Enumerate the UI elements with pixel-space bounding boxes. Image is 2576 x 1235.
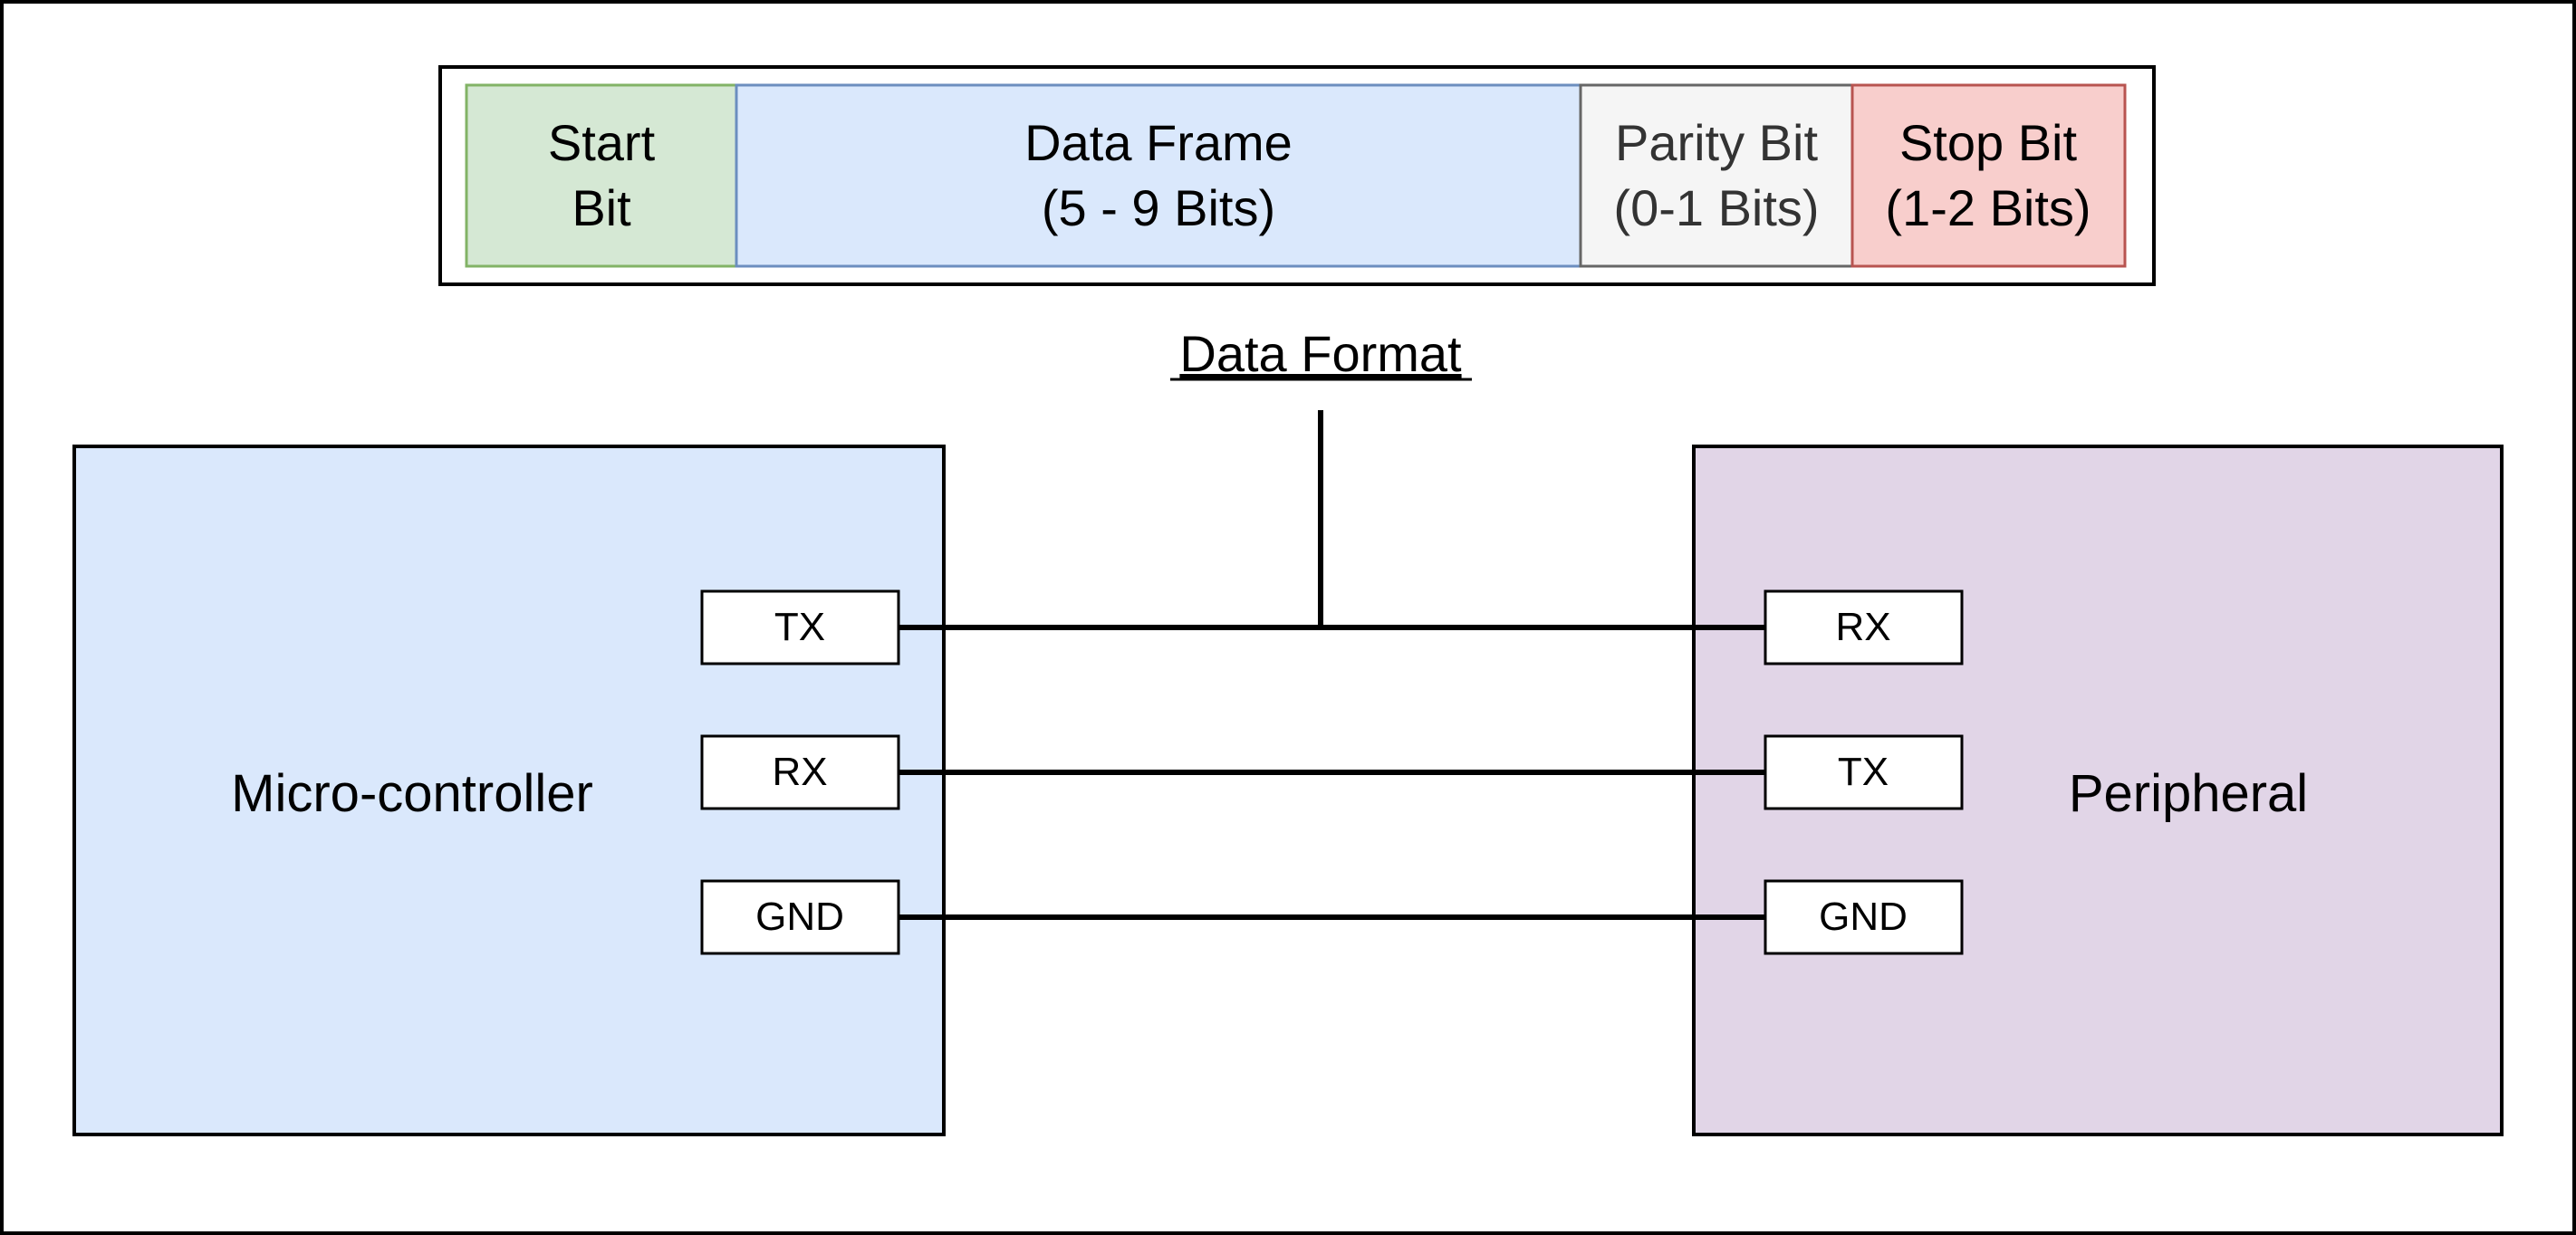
data-format-caption: Data Format <box>1179 325 1462 382</box>
segment-data-frame-line-2: (5 - 9 Bits) <box>1042 179 1275 236</box>
pin-left-gnd: GND <box>700 879 900 955</box>
segment-stop-bit-line-2: (1-2 Bits) <box>1885 179 2091 236</box>
micro-controller-label: Micro-controller <box>231 764 593 823</box>
segment-data-frame: Data Frame (5 - 9 Bits) <box>735 83 1582 268</box>
segment-stop-bit: Stop Bit (1-2 Bits) <box>1850 83 2127 268</box>
pin-right-tx: TX <box>1764 734 1964 810</box>
segment-start-bit-line-2: Bit <box>572 179 631 236</box>
segment-parity-bit-line-1: Parity Bit <box>1615 114 1818 171</box>
pin-right-rx-box <box>1764 589 1964 665</box>
pin-right-tx-label: TX <box>1838 750 1889 794</box>
pin-left-gnd-label: GND <box>755 895 844 939</box>
pin-left-rx: RX <box>700 734 900 810</box>
pin-left-rx-box <box>700 734 900 810</box>
pin-right-rx: RX <box>1764 589 1964 665</box>
pin-right-gnd-label: GND <box>1819 895 1908 939</box>
peripheral-label: Peripheral <box>2069 764 2308 823</box>
pin-right-tx-box <box>1764 734 1964 810</box>
pin-right-gnd: GND <box>1764 879 1964 955</box>
pin-right-rx-label: RX <box>1835 605 1890 649</box>
segment-data-frame-line-1: Data Frame <box>1024 114 1293 171</box>
segment-data-frame-box <box>735 83 1582 268</box>
segment-parity-bit-line-2: (0-1 Bits) <box>1613 179 1819 236</box>
pin-right-gnd-box <box>1764 879 1964 955</box>
pin-left-gnd-box <box>700 879 900 955</box>
pin-left-tx-label: TX <box>774 605 825 649</box>
segment-stop-bit-box <box>1850 83 2127 268</box>
pin-left-tx: TX <box>700 589 900 665</box>
segment-stop-bit-line-1: Stop Bit <box>1899 114 2078 171</box>
pin-left-tx-box <box>700 589 900 665</box>
segment-parity-bit: Parity Bit (0-1 Bits) <box>1579 83 1854 268</box>
segment-parity-bit-box <box>1579 83 1854 268</box>
segment-start-bit: Start Bit <box>465 83 738 268</box>
pin-left-rx-label: RX <box>772 750 827 794</box>
segment-start-bit-line-1: Start <box>548 114 656 171</box>
segment-start-bit-box <box>465 83 738 268</box>
